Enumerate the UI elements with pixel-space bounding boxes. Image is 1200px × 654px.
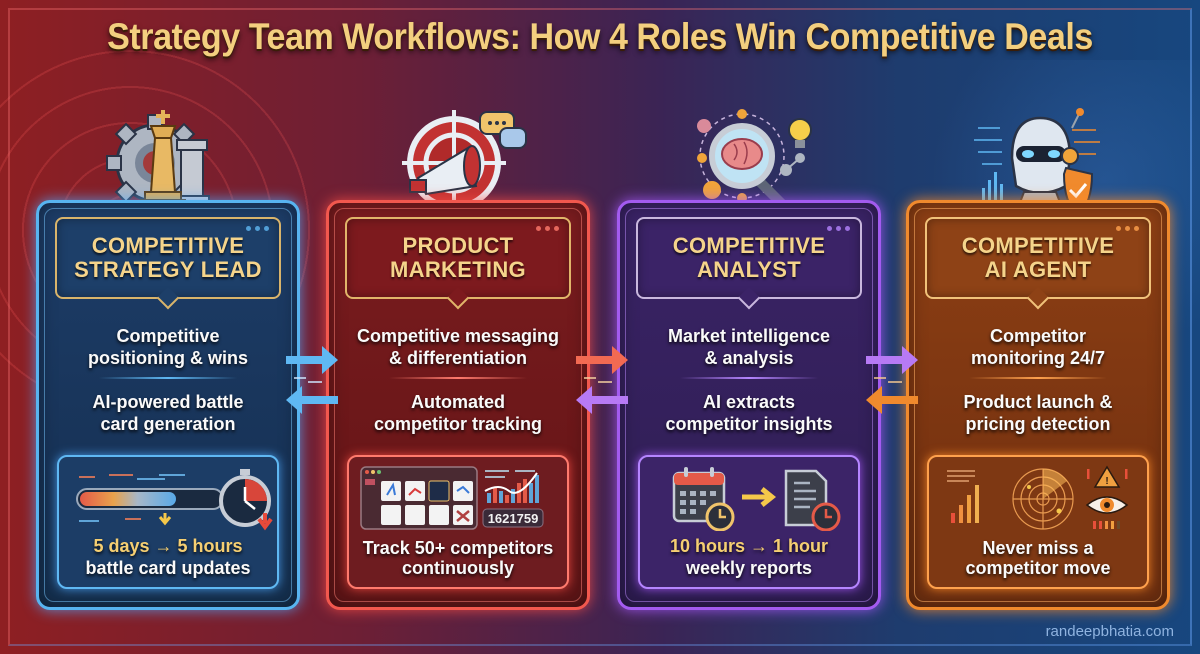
ai-capability: Product launch & pricing detection xyxy=(963,392,1113,434)
role-responsibility: Competitive messaging & differentiation xyxy=(356,326,560,368)
bidirectional-arrows-2-3 xyxy=(576,346,628,414)
ai-capability: AI extracts competitor insights xyxy=(665,392,833,434)
metric-value: 5 days → 5 hours xyxy=(93,536,243,556)
role-title-line2: MARKETING xyxy=(390,257,526,282)
bidirectional-arrows-1-2 xyxy=(286,346,338,414)
role-title-line1: PRODUCT xyxy=(402,233,514,258)
radar-alert-eye-icon: ! xyxy=(947,465,1129,530)
window-dots xyxy=(536,226,559,231)
role-header: COMPETITIVE STRATEGY LEAD xyxy=(55,217,281,299)
role-title-line1: COMPETITIVE xyxy=(961,233,1115,258)
dashboard-logos-chart-icon: 1621759 xyxy=(360,466,544,530)
role-card-competitive-analyst: COMPETITIVE ANALYST Market intelligence … xyxy=(617,200,881,610)
role-responsibility: Competitor monitoring 24/7 xyxy=(970,326,1105,368)
role-header: COMPETITIVE AI AGENT xyxy=(925,217,1151,299)
role-responsibility: Market intelligence & analysis xyxy=(667,326,831,368)
metric-line1: Track 50+ competitors xyxy=(362,538,554,558)
progress-bar-stopwatch-icon xyxy=(76,469,273,531)
metric-line2: competitor move xyxy=(965,558,1111,578)
page-title: Strategy Team Workflows: How 4 Roles Win… xyxy=(107,16,1093,57)
role-title-line2: AI AGENT xyxy=(984,257,1092,282)
divider xyxy=(389,377,527,379)
role-title-line1: COMPETITIVE xyxy=(91,233,245,258)
role-title-line1: COMPETITIVE xyxy=(672,233,826,258)
brain-magnifier-icon xyxy=(697,109,812,213)
window-dots xyxy=(827,226,850,231)
metric-label: weekly reports xyxy=(685,558,813,578)
role-title-line2: STRATEGY LEAD xyxy=(74,257,262,282)
metric-panel: 5 days → 5 hours battle card updates xyxy=(57,455,279,589)
role-card-product-marketing: PRODUCT MARKETING Competitive messaging … xyxy=(326,200,590,610)
role-header: PRODUCT MARKETING xyxy=(345,217,571,299)
ai-capability: AI-powered battle card generation xyxy=(92,392,244,434)
role-card-competitive-ai-agent: COMPETITIVE AI AGENT Competitor monitori… xyxy=(906,200,1170,610)
svg-text:!: ! xyxy=(1105,476,1108,487)
divider xyxy=(969,377,1107,379)
divider xyxy=(680,377,818,379)
window-dots xyxy=(246,226,269,231)
metric-line1: Never miss a xyxy=(982,538,1094,558)
robot-shield-icon xyxy=(974,108,1100,218)
tracker-counter: 1621759 xyxy=(488,511,539,526)
window-dots xyxy=(1116,226,1139,231)
metric-value: 10 hours → 1 hour xyxy=(669,536,829,556)
metric-line2: continuously xyxy=(402,558,514,578)
watermark: randeepbhatia.com xyxy=(1045,623,1174,640)
ai-capability: Automated competitor tracking xyxy=(373,392,543,434)
metric-panel: 1621759 Track 50+ competitors continuous… xyxy=(347,455,569,589)
metric-label: battle card updates xyxy=(85,558,251,578)
role-title-line2: ANALYST xyxy=(697,257,801,282)
metric-panel: 10 hours → 1 hour weekly reports xyxy=(638,455,860,589)
metric-panel: ! Never miss a competitor move xyxy=(927,455,1149,589)
calendar-to-report-icon xyxy=(672,467,841,531)
role-responsibility: Competitive positioning & wins xyxy=(88,326,248,368)
bidirectional-arrows-3-4 xyxy=(866,346,918,414)
role-header: COMPETITIVE ANALYST xyxy=(636,217,862,299)
role-card-competitive-strategy-lead: COMPETITIVE STRATEGY LEAD Competitive po… xyxy=(36,200,300,610)
divider xyxy=(99,377,237,379)
